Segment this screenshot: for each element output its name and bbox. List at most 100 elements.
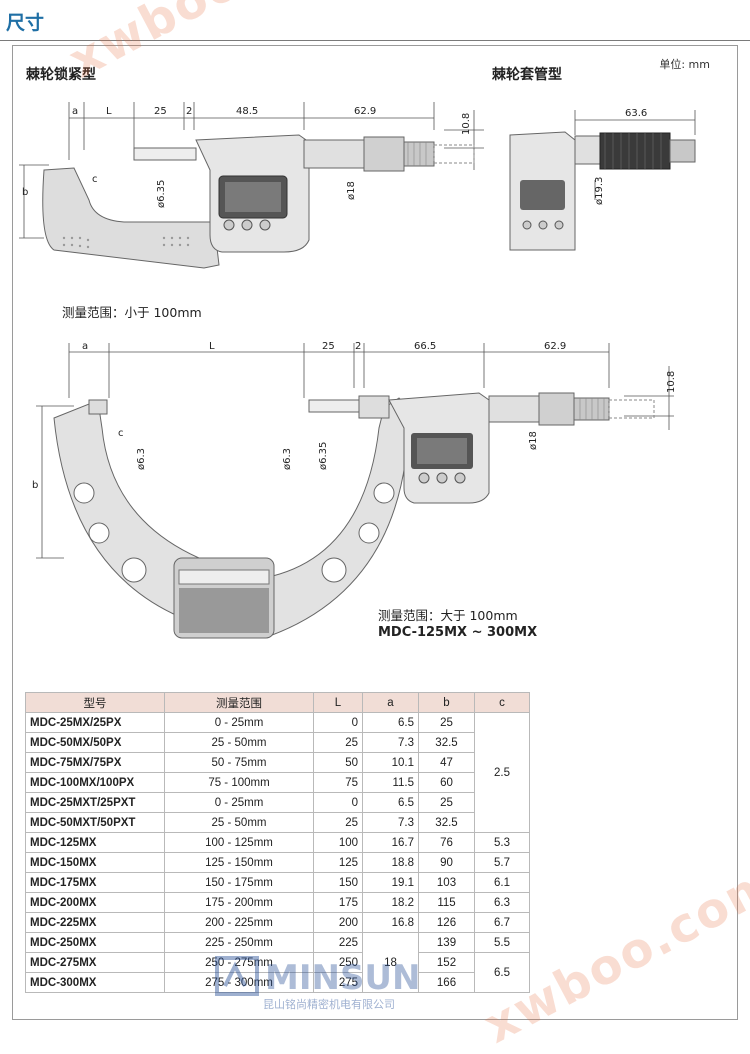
table-row: MDC-125MX 100 - 125mm 100 16.7 76 5.3: [25, 832, 530, 853]
dim-2: 2: [186, 106, 192, 117]
cell-b: 139: [418, 932, 475, 953]
content-frame: [12, 45, 738, 1020]
logo-subtitle: 昆山铭尚精密机电有限公司: [263, 997, 395, 1011]
cell-L: 25: [313, 812, 363, 833]
cell-c: 6.1: [474, 872, 530, 893]
cell-model: MDC-125MX: [25, 832, 165, 853]
page-title: 尺寸: [6, 12, 45, 34]
dim-a-large: a: [82, 341, 88, 352]
ratchet-sleeve-drawing: 63.6 ø19.3: [509, 108, 696, 251]
dim-c: c: [92, 174, 98, 185]
cell-range: 275 - 300mm: [164, 972, 314, 993]
dim-b-large: b: [32, 480, 38, 491]
cell-a: 6.5: [362, 712, 419, 733]
header-L: L: [313, 692, 363, 713]
cell-L: 150: [313, 872, 363, 893]
cell-a: 18.8: [362, 852, 419, 873]
dim-phi-6-35-large: ø6.35: [318, 442, 329, 470]
table-row: MDC-25MX/25PX 0 - 25mm 0 6.5 25 2.5: [25, 712, 530, 833]
dim-63-6: 63.6: [625, 108, 647, 119]
cell-model: MDC-50MX/50PX: [25, 732, 165, 753]
cell-range: 25 - 50mm: [164, 812, 314, 833]
cell-model: MDC-175MX: [25, 872, 165, 893]
cell-range: 50 - 75mm: [164, 752, 314, 773]
cell-a: 19.1: [362, 872, 419, 893]
dim-c-large: c: [118, 428, 124, 439]
cell-a-merged: 18: [362, 932, 419, 993]
cell-b: 32.5: [418, 732, 475, 753]
table-row: MDC-50MX/50PX 25 - 50mm 25 7.3 32.5: [25, 732, 530, 753]
cell-b: 126: [418, 912, 475, 933]
logo-name: MINSUN: [265, 958, 421, 998]
cell-b: 115: [418, 892, 475, 913]
cell-model: MDC-100MX/100PX: [25, 772, 165, 793]
caption-model-range: MDC-125MX ~ 300MX: [378, 625, 538, 640]
dim-48-5: 48.5: [236, 106, 258, 117]
table-row: MDC-300MX 275 - 300mm 275 166: [25, 972, 530, 993]
table-row: MDC-50MXT/50PXT 25 - 50mm 25 7.3 32.5: [25, 812, 530, 833]
cell-model: MDC-250MX: [25, 932, 165, 953]
cell-b: 76: [418, 832, 475, 853]
table-row: MDC-100MX/100PX 75 - 100mm 75 11.5 60: [25, 772, 530, 793]
dim-10-8-large: 10.8: [666, 371, 677, 393]
cell-a: 11.5: [362, 772, 419, 793]
cell-model: MDC-75MX/75PX: [25, 752, 165, 773]
cell-a: 6.5: [362, 792, 419, 813]
cell-b: 166: [418, 972, 475, 993]
cell-L: 25: [313, 732, 363, 753]
cell-range: 250 - 275mm: [164, 952, 314, 973]
dim-phi-6-3-left: ø6.3: [136, 448, 147, 470]
cell-L: 250: [313, 952, 363, 973]
table-row: MDC-275MX 250 - 275mm 250 152 6.5: [25, 952, 530, 993]
cell-model: MDC-200MX: [25, 892, 165, 913]
cell-b: 32.5: [418, 812, 475, 833]
cell-model: MDC-25MXT/25PXT: [25, 792, 165, 813]
section-title-ratchet-sleeve: 棘轮套管型: [492, 67, 562, 83]
header-model: 型号: [25, 692, 165, 713]
cell-c: 5.3: [474, 832, 530, 853]
cell-L: 100: [313, 832, 363, 853]
table-row: MDC-250MX 225 - 250mm 225 18 139 5.5: [25, 932, 530, 993]
small-micrometer-drawing: a L 25 2 48.5 62.9 10.8 b c ø6.35 ø18: [19, 102, 484, 269]
dim-62-9: 62.9: [354, 106, 376, 117]
cell-model: MDC-300MX: [25, 972, 165, 993]
table-row: MDC-175MX 150 - 175mm 150 19.1 103 6.1: [25, 872, 530, 893]
cell-L: 0: [313, 792, 363, 813]
dim-phi-6-3-right: ø6.3: [282, 448, 293, 470]
cell-model: MDC-50MXT/50PXT: [25, 812, 165, 833]
dim-phi-18-large: ø18: [528, 431, 539, 450]
dim-66-5: 66.5: [414, 341, 436, 352]
cell-c: 5.5: [474, 932, 530, 953]
cell-range: 225 - 250mm: [164, 932, 314, 953]
cell-range: 25 - 50mm: [164, 732, 314, 753]
cell-L: 200: [313, 912, 363, 933]
dim-L-large: L: [209, 341, 215, 352]
cell-c-merged-2: 6.5: [474, 952, 530, 993]
header-a: a: [362, 692, 419, 713]
cell-b: 25: [418, 712, 475, 733]
cell-b: 47: [418, 752, 475, 773]
cell-c: 6.3: [474, 892, 530, 913]
dim-25-large: 25: [322, 341, 335, 352]
cell-a: 10.1: [362, 752, 419, 773]
cell-range: 125 - 150mm: [164, 852, 314, 873]
table-row: MDC-200MX 175 - 200mm 175 18.2 115 6.3: [25, 892, 530, 913]
cell-b: 60: [418, 772, 475, 793]
table-row: MDC-75MX/75PX 50 - 75mm 50 10.1 47: [25, 752, 530, 773]
cell-model: MDC-150MX: [25, 852, 165, 873]
dim-phi-19-3: ø19.3: [594, 177, 605, 205]
section-title-ratchet-lock: 棘轮锁紧型: [26, 67, 96, 83]
cell-L: 175: [313, 892, 363, 913]
cell-range: 175 - 200mm: [164, 892, 314, 913]
cell-L: 50: [313, 752, 363, 773]
header-b: b: [418, 692, 475, 713]
header-c: c: [474, 692, 530, 713]
dim-25: 25: [154, 106, 167, 117]
cell-b: 90: [418, 852, 475, 873]
cell-L: 275: [313, 972, 363, 993]
table-row: MDC-150MX 125 - 150mm 125 18.8 90 5.7: [25, 852, 530, 873]
cell-b: 25: [418, 792, 475, 813]
cell-a: 7.3: [362, 732, 419, 753]
cell-model: MDC-25MX/25PX: [25, 712, 165, 733]
minsun-logo: MINSUN 昆山铭尚精密机电有限公司: [215, 956, 465, 1014]
